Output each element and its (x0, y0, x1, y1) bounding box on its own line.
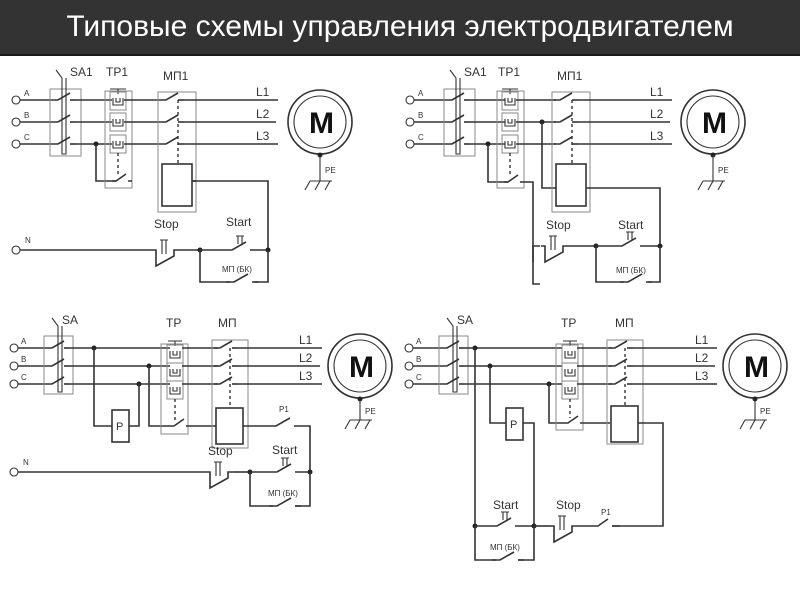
coil-icon (215, 407, 244, 445)
start-button-icon (270, 457, 302, 473)
switch-label: SA1 (70, 65, 93, 79)
phase-b-label: B (418, 111, 423, 120)
motor-letter: M (349, 351, 374, 384)
phase-c-label: C (24, 133, 30, 142)
line-l2-label: L2 (256, 107, 270, 121)
line-l3-label: L3 (650, 129, 664, 143)
neutral-label: N (23, 458, 29, 467)
phase-c-label: C (21, 373, 27, 382)
line-l1-label: L1 (299, 333, 313, 347)
diagram-bottom-left: A B C SA P TP МП L1 L2 L3 M (9, 313, 393, 507)
ground-icon (344, 419, 373, 430)
start-button-icon (615, 231, 647, 247)
aux-contact-label: МП (БК) (490, 543, 520, 552)
phase-b-label: B (416, 355, 421, 364)
line-l2-label: L2 (299, 351, 313, 365)
relay-label: TP1 (498, 65, 520, 79)
aux-contact-label: МП (БК) (616, 266, 646, 275)
phase-c-label: C (416, 373, 422, 382)
relay-label: TP (166, 316, 181, 330)
terminal-b-icon (11, 117, 21, 127)
schematics-canvas: A B C SA1 TP1 МП1 L1 L2 L3 M PE (9, 65, 788, 561)
stop-button-icon (151, 239, 181, 267)
starter-mp1-box (157, 91, 197, 213)
starter-label: МП (218, 316, 237, 330)
starter-label: МП (615, 316, 634, 330)
phase-relay-label: P (116, 421, 123, 433)
terminal-n-icon (11, 245, 21, 255)
motor-letter: M (309, 107, 334, 140)
phase-a-label: A (21, 337, 27, 346)
start-button-icon (225, 235, 257, 251)
line-l3-label: L3 (256, 129, 270, 143)
starter-mp-box (211, 339, 249, 449)
aux-contact-label: МП (БК) (268, 489, 298, 498)
phase-relay-label: P (510, 419, 517, 431)
ground-icon (739, 419, 768, 430)
aux-contact-icon (225, 273, 259, 283)
stop-button-icon (540, 235, 570, 263)
start-label: Start (272, 443, 298, 457)
phase-relay-icon (505, 407, 524, 441)
relay-label: TP (561, 316, 576, 330)
phase-c-label: C (418, 133, 424, 142)
diagram-top-left: A B C SA1 TP1 МП1 L1 L2 L3 M PE (11, 65, 353, 283)
phase-b-label: B (24, 111, 29, 120)
aux-contact-icon (491, 551, 525, 561)
line-l1-label: L1 (256, 85, 270, 99)
title-bar: Типовые схемы управления электродвигател… (0, 0, 800, 56)
terminal-a-icon (11, 95, 21, 105)
stop-label: Stop (556, 498, 581, 512)
page-title: Типовые схемы управления электродвигател… (66, 10, 734, 43)
relay-contact-label: P1 (279, 405, 289, 414)
neutral-label: N (25, 236, 31, 245)
start-label: Start (618, 218, 644, 232)
line-l1-label: L1 (650, 85, 664, 99)
starter-label: МП1 (163, 69, 189, 83)
line-l2-label: L2 (695, 351, 709, 365)
stop-label: Stop (546, 218, 571, 232)
switch-label: SA1 (464, 65, 487, 79)
stop-button-icon (205, 461, 235, 489)
ground-icon (304, 180, 333, 191)
coil-icon (610, 405, 639, 443)
diagram-bottom-right: A B C SA P TP МП L1 L2 L3 M (404, 313, 788, 561)
aux-contact-icon (619, 273, 653, 283)
line-l1-label: L1 (695, 333, 709, 347)
start-label: Start (226, 215, 252, 229)
ground-label: PE (325, 166, 336, 175)
phase-a-label: A (416, 337, 422, 346)
start-button-icon (490, 511, 522, 527)
coil-icon (161, 163, 193, 207)
relay-label: TP1 (106, 65, 128, 79)
stop-button-icon (549, 515, 579, 543)
stop-label: Stop (154, 217, 179, 231)
ground-icon (697, 180, 726, 191)
switch-label: SA (62, 313, 78, 327)
phase-a-label: A (418, 89, 424, 98)
motor-letter: M (744, 351, 769, 384)
diagram-top-right: A B C SA1 TP1 МП1 L1 L2 L3 M PE (405, 65, 746, 285)
start-label: Start (493, 498, 519, 512)
relay-contact-label: P1 (601, 508, 611, 517)
motor-letter: M (702, 107, 727, 140)
stop-label: Stop (208, 444, 233, 458)
phase-b-label: B (21, 355, 26, 364)
coil-icon (555, 163, 587, 207)
aux-contact-label: МП (БК) (222, 265, 252, 274)
ground-label: PE (365, 407, 376, 416)
terminal-c-icon (11, 139, 21, 149)
line-l3-label: L3 (695, 369, 709, 383)
starter-mp1-box (551, 91, 591, 213)
line-l3-label: L3 (299, 369, 313, 383)
phase-a-label: A (24, 89, 30, 98)
terminal-n-icon (9, 467, 19, 477)
starter-mp-box (606, 339, 644, 445)
line-l2-label: L2 (650, 107, 664, 121)
starter-label: МП1 (557, 69, 583, 83)
aux-contact-icon (268, 497, 302, 507)
switch-label: SA (457, 313, 473, 327)
ground-label: PE (718, 166, 729, 175)
ground-label: PE (760, 407, 771, 416)
